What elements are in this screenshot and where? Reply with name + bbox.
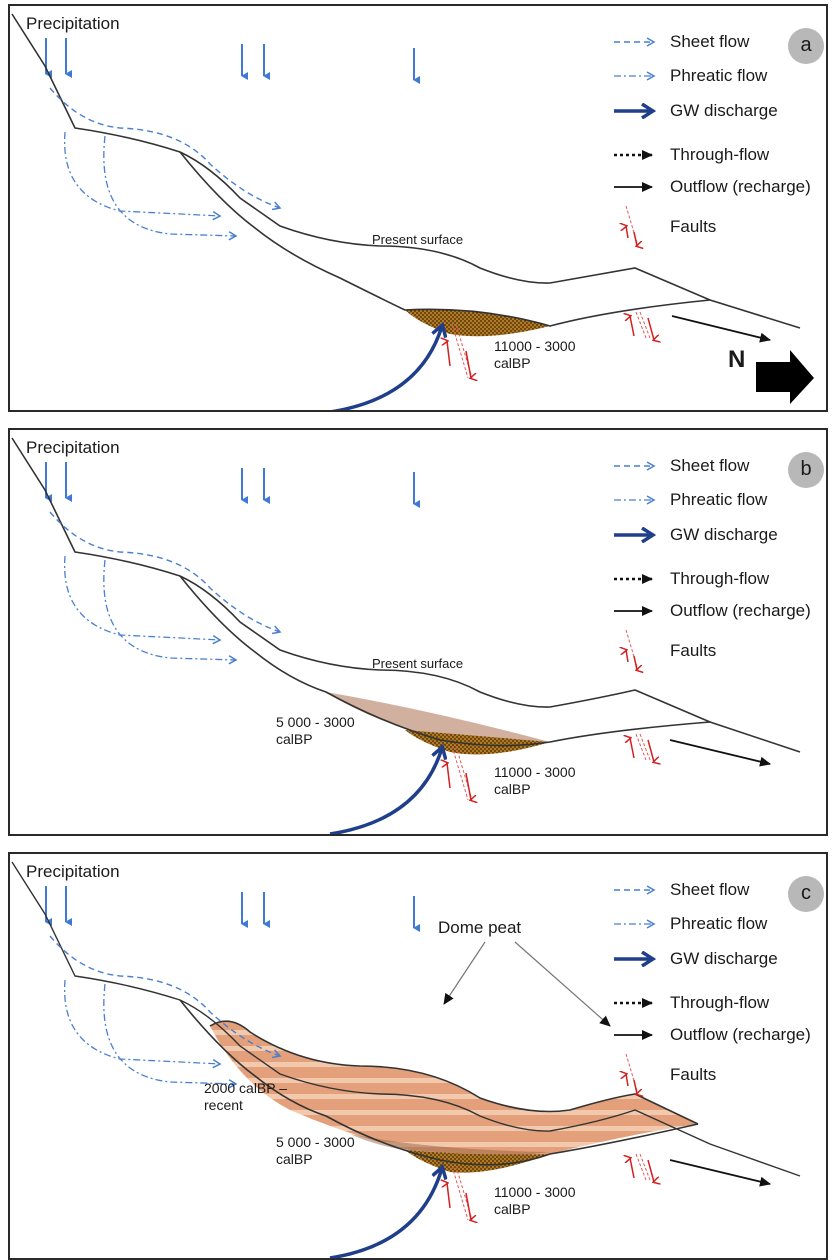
north-arrow-icon bbox=[756, 350, 814, 404]
fault-arrow bbox=[447, 1183, 451, 1209]
panel-letter-badge: b bbox=[788, 452, 824, 488]
gw-discharge-arrow bbox=[329, 748, 442, 834]
sheet-flow-arrow bbox=[49, 511, 282, 635]
legend-through-flow: Through-flow bbox=[670, 569, 770, 588]
fault-arrow bbox=[465, 1192, 471, 1220]
fault-arrow bbox=[647, 739, 654, 762]
precipitation-label: Precipitation bbox=[26, 862, 120, 881]
legend-sheet-flow: Sheet flow bbox=[670, 32, 750, 51]
legend-gw-discharge: GW discharge bbox=[670, 525, 778, 544]
subsurface-boundary bbox=[179, 151, 711, 327]
panel-b: Precipitation Present surface 5 000 - 30… bbox=[8, 428, 828, 836]
age-label-lower: 11000 - 3000 calBP bbox=[494, 1184, 576, 1217]
legend-phreatic-flow: Phreatic flow bbox=[670, 914, 768, 933]
gw-discharge-arrow bbox=[331, 326, 442, 410]
legend-gw-discharge: GW discharge bbox=[670, 949, 778, 968]
outflow-arrow bbox=[669, 1159, 771, 1187]
phreatic-flow-arrow bbox=[103, 135, 238, 241]
fault-arrow bbox=[647, 1159, 654, 1182]
dome-peat-pointer bbox=[514, 941, 611, 1027]
fault-arrow bbox=[647, 317, 654, 340]
legend-fault-arrow bbox=[626, 226, 629, 239]
fault-arrow bbox=[447, 763, 451, 789]
peat-layer-middle bbox=[350, 1134, 550, 1157]
phreatic-flow-arrow bbox=[63, 555, 222, 645]
phreatic-flow-arrow bbox=[63, 979, 222, 1069]
panel-c: Precipitation Dome peat 2000 calBP – rec… bbox=[8, 852, 828, 1260]
panel-a: Precipitation Present surface 11000 - 30… bbox=[8, 4, 828, 412]
sheet-flow-arrow bbox=[49, 87, 282, 211]
fault-arrow bbox=[630, 738, 635, 759]
subsurface-boundary bbox=[179, 999, 699, 1166]
fault-line bbox=[639, 311, 651, 339]
fault-line bbox=[639, 733, 651, 761]
phreatic-flow-arrow bbox=[103, 983, 238, 1089]
fault-line bbox=[451, 1165, 469, 1221]
legend-fault-arrow bbox=[626, 1074, 629, 1087]
fault-arrow bbox=[630, 1158, 635, 1179]
fault-line bbox=[635, 733, 647, 761]
fault-arrow bbox=[465, 772, 471, 800]
fault-arrow bbox=[447, 341, 451, 367]
legend-outflow: Outflow (recharge) bbox=[670, 177, 811, 196]
legend-sheet-flow: Sheet flow bbox=[670, 880, 750, 899]
fault-arrow bbox=[465, 350, 471, 378]
fault-arrow bbox=[630, 316, 635, 337]
precipitation-label: Precipitation bbox=[26, 14, 120, 33]
phreatic-flow-arrow bbox=[63, 131, 222, 221]
fault-line bbox=[635, 1153, 647, 1181]
legend-faults: Faults bbox=[670, 217, 717, 236]
fault-line bbox=[635, 311, 647, 339]
legend-outflow: Outflow (recharge) bbox=[670, 601, 811, 620]
age-label-middle: 5 000 - 3000 calBP bbox=[276, 714, 355, 747]
terrain-surface bbox=[11, 13, 801, 329]
legend-sheet-flow: Sheet flow bbox=[670, 456, 750, 475]
legend-outflow: Outflow (recharge) bbox=[670, 1025, 811, 1044]
peat-outline bbox=[209, 1020, 699, 1125]
age-label-middle: 5 000 - 3000 calBP bbox=[276, 1134, 355, 1167]
legend-faults: Faults bbox=[670, 1065, 717, 1084]
panel-letter-badge: c bbox=[788, 876, 824, 912]
peat-layer-upper bbox=[210, 1021, 698, 1155]
cross-section-diagram bbox=[11, 861, 801, 1258]
legend-fault-symbol bbox=[625, 629, 639, 671]
fault-line bbox=[451, 745, 469, 801]
legend-phreatic-flow: Phreatic flow bbox=[670, 490, 768, 509]
sheet-flow-arrow bbox=[49, 935, 282, 1059]
precipitation-label: Precipitation bbox=[26, 438, 120, 457]
outflow-arrow bbox=[669, 739, 771, 767]
cross-section-diagram bbox=[11, 13, 814, 410]
terrain-surface bbox=[11, 437, 801, 753]
legend-fault-arrow bbox=[633, 231, 637, 246]
dome-peat-pointer bbox=[443, 941, 486, 1005]
legend-fault-arrow bbox=[633, 1079, 637, 1094]
panel-letter-badge: a bbox=[788, 28, 824, 64]
legend-fault-arrow bbox=[633, 655, 637, 670]
cross-section-diagram bbox=[11, 437, 801, 834]
gw-discharge-arrow bbox=[329, 1168, 442, 1258]
subsurface-boundary bbox=[179, 575, 711, 747]
legend-through-flow: Through-flow bbox=[670, 145, 770, 164]
outflow-arrow bbox=[671, 315, 771, 343]
north-label: N bbox=[728, 346, 746, 373]
legend-fault-symbol bbox=[625, 205, 639, 247]
fault-line bbox=[639, 1153, 651, 1181]
legend-fault-arrow bbox=[626, 650, 629, 663]
legend-through-flow: Through-flow bbox=[670, 993, 770, 1012]
age-label-lower: 11000 - 3000 calBP bbox=[494, 338, 576, 371]
age-label-lower: 11000 - 3000 calBP bbox=[494, 764, 576, 797]
legend-fault-symbol bbox=[625, 1053, 639, 1095]
phreatic-flow-arrow bbox=[103, 559, 238, 665]
age-label-upper: 2000 calBP – recent bbox=[204, 1080, 288, 1113]
peat-layer-middle bbox=[326, 692, 550, 744]
present-surface-label: Present surface bbox=[372, 656, 464, 671]
legend-gw-discharge: GW discharge bbox=[670, 101, 778, 120]
legend-phreatic-flow: Phreatic flow bbox=[670, 66, 768, 85]
present-surface-label: Present surface bbox=[372, 232, 464, 247]
legend-faults: Faults bbox=[670, 641, 717, 660]
terrain-surface bbox=[11, 861, 801, 1177]
dome-peat-label: Dome peat bbox=[438, 918, 522, 937]
fault-line bbox=[451, 323, 469, 379]
peat-layer-lower bbox=[405, 309, 550, 337]
